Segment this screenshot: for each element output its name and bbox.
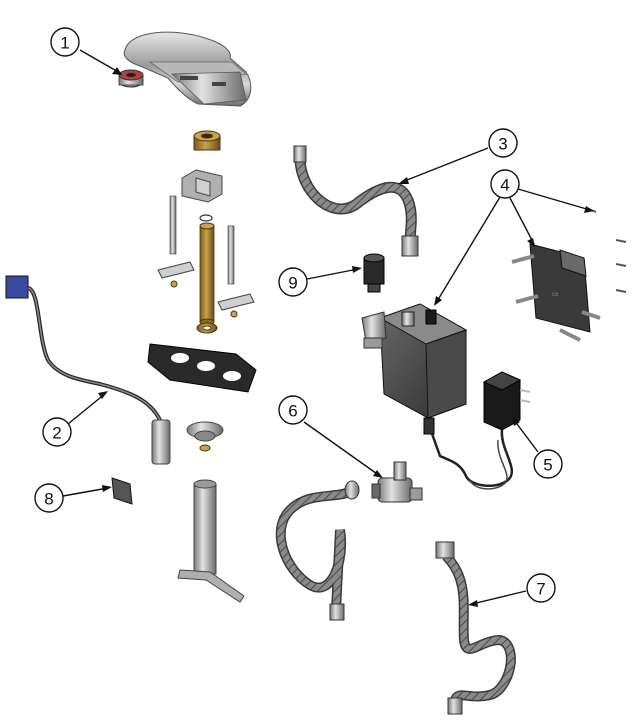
callout-8: 8 — [34, 483, 112, 513]
sensor-cable-part — [5, 275, 171, 465]
faucet-body — [123, 31, 252, 107]
callout-label-5: 5 — [543, 456, 552, 475]
clamp-plates — [157, 261, 255, 318]
threaded-rods — [169, 195, 235, 285]
callout-3: 3 — [398, 128, 518, 184]
callout-6: 6 — [278, 395, 383, 478]
mounting-plate-part: ▭ — [511, 243, 601, 342]
brass-shank — [199, 222, 215, 326]
screws — [585, 207, 627, 293]
installation-tool — [177, 479, 245, 603]
control-box — [361, 303, 468, 419]
callout-label-4: 4 — [500, 176, 509, 195]
mounting-bracket — [181, 169, 223, 203]
valve-hose — [275, 480, 360, 621]
callout-label-2: 2 — [52, 424, 61, 443]
callout-label-3: 3 — [498, 135, 507, 154]
callout-label-9: 9 — [288, 274, 297, 293]
brass-washer — [196, 322, 218, 334]
callout-label-8: 8 — [44, 490, 53, 509]
outlet-hose-part — [435, 541, 516, 715]
callout-7: 7 — [468, 573, 556, 607]
svg-text:▭: ▭ — [552, 291, 559, 298]
mounting-clip-part — [111, 477, 133, 505]
base-gasket — [147, 343, 257, 393]
mixing-valve-part — [371, 461, 423, 503]
power-adapter-part — [423, 371, 531, 490]
callout-label-7: 7 — [536, 580, 545, 599]
o-ring — [199, 214, 213, 222]
aerator-part — [118, 69, 144, 88]
callout-label-1: 1 — [60, 34, 69, 53]
callout-4: 4 — [434, 169, 594, 306]
filter-strainer-part — [363, 253, 385, 293]
cup-washer — [186, 421, 224, 452]
callout-label-6: 6 — [288, 402, 297, 421]
brass-nut — [193, 130, 221, 151]
supply-hose-part — [293, 145, 419, 257]
callout-2: 2 — [42, 391, 108, 447]
callout-1: 1 — [50, 27, 122, 75]
callout-9: 9 — [278, 266, 362, 297]
callout-5: 5 — [512, 417, 563, 479]
